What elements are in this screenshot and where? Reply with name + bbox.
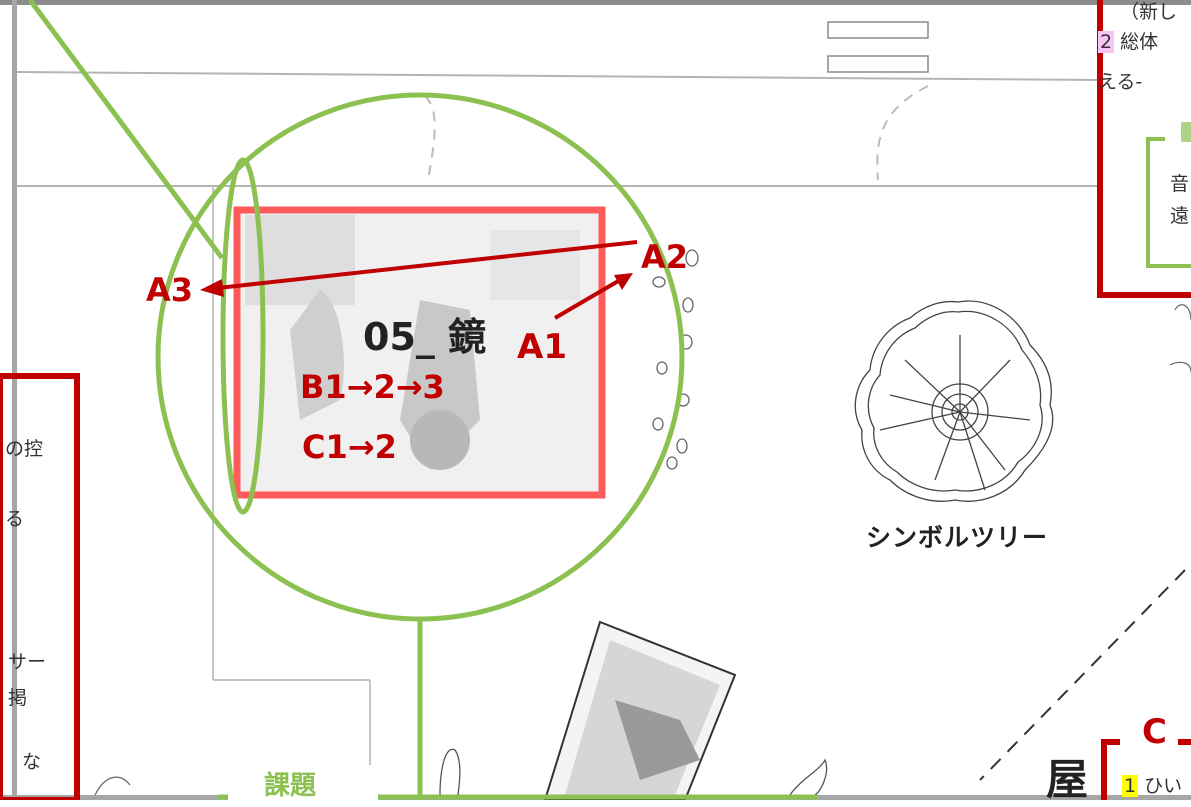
route-label-a1: A1 xyxy=(517,327,567,367)
bottom-right-text: ひい xyxy=(1144,775,1183,797)
right-box-line2: 2 総体 xyxy=(1098,30,1158,54)
left-box-fragment-1: の控 xyxy=(5,438,44,460)
left-box-fragment-3: サー xyxy=(8,651,47,673)
bottom-right-line: 1 ひい xyxy=(1122,774,1182,798)
right-box-inner-line1: 音 xyxy=(1170,173,1190,195)
right-box-inner-heading-fragment xyxy=(1181,122,1191,142)
left-box-fragment-2: る xyxy=(5,508,25,530)
right-box-inner-line2: 遠 xyxy=(1170,205,1190,227)
right-box-line1: （新し xyxy=(1120,1,1178,23)
bottom-right-letter: C xyxy=(1142,712,1167,752)
task-label: 課題 xyxy=(264,771,317,801)
tilted-photo xyxy=(543,620,737,800)
route-label-b: B1→2→3 xyxy=(300,368,445,406)
symbol-tree-icon xyxy=(854,300,1054,502)
right-box-line3: える- xyxy=(1098,71,1143,93)
route-label-a2: A2 xyxy=(641,238,689,276)
bottom-right-floor-char: 屋 xyxy=(1046,755,1089,804)
right-box-line2-num: 2 xyxy=(1098,31,1115,53)
task-label-bg xyxy=(228,765,378,800)
left-box-fragment-4: 掲 xyxy=(8,687,28,709)
right-box-line2-text: 総体 xyxy=(1120,31,1159,53)
left-box-fragment-5: な xyxy=(22,751,42,773)
route-label-a3: A3 xyxy=(146,271,194,309)
mirror-photo xyxy=(237,210,602,495)
route-label-c: C1→2 xyxy=(302,428,397,466)
room-label: 05_ 鏡 xyxy=(363,315,487,359)
bottom-right-num: 1 xyxy=(1122,775,1139,797)
tree-label: シンボルツリー xyxy=(866,523,1049,552)
